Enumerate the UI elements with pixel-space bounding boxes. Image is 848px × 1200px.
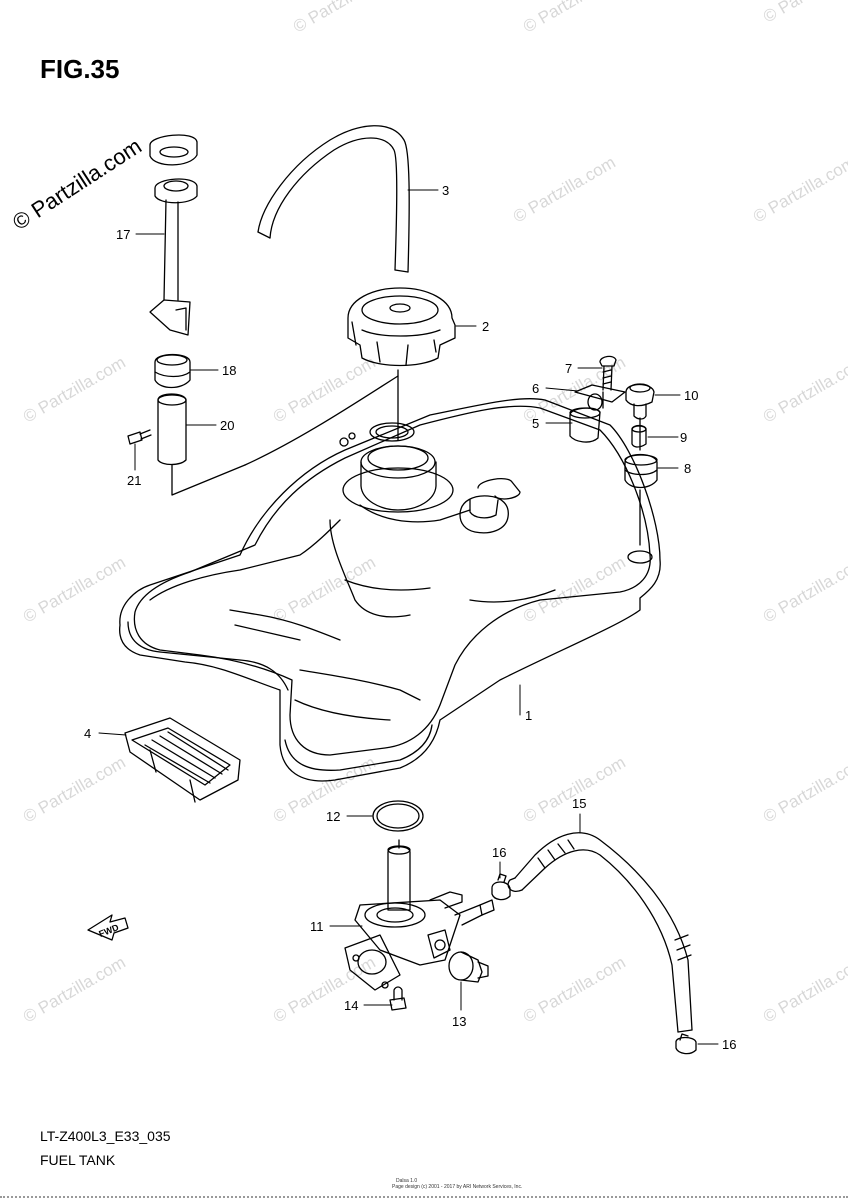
callout-20: 20 [220,418,234,433]
credit-line-1: Dalsa 1.0 [396,1178,418,1184]
callout-21: 21 [127,473,141,488]
callout-11: 11 [310,919,324,934]
part-screw-14 [389,986,407,1011]
callout-8: 8 [684,461,691,476]
fwd-label: FWD [97,922,120,939]
callout-7: 7 [565,361,572,376]
assembly-lines [171,369,641,849]
part-washer-6 [574,384,626,411]
callout-13: 13 [452,1014,466,1029]
callout-5: 5 [532,416,539,431]
part-gasket [149,134,198,166]
callout-1: 1 [525,708,532,723]
callout-16b: 16 [722,1037,736,1052]
page-edge [0,1196,848,1198]
part-clamp-16b [675,1033,697,1055]
part-fuel-hose [507,832,693,1033]
part-collar-5 [569,407,601,443]
callout-6: 6 [532,381,539,396]
figure-caption: FUEL TANK [40,1152,116,1168]
part-o-ring [372,800,424,832]
callout-16a: 16 [492,845,506,860]
part-bolt-10 [625,383,655,420]
callout-12: 12 [326,809,340,824]
part-fuel-cap [347,287,456,367]
callout-labels: 1 2 3 4 5 6 7 8 9 10 11 12 13 14 15 16 1… [84,183,736,1052]
part-fuel-gauge [149,178,198,336]
callout-15: 15 [572,796,586,811]
part-breather-hose [257,125,410,273]
part-spacer-9 [631,424,647,448]
model-code: LT-Z400L3_E33_035 [40,1128,171,1144]
part-fuel-valve [344,845,495,991]
callout-2: 2 [482,319,489,334]
part-cushion-8 [624,453,658,489]
part-screw-21 [127,429,152,445]
callout-3: 3 [442,183,449,198]
fwd-arrow-icon [87,914,129,941]
credit-line-2: Page design (c) 2001 - 2017 by ARI Netwo… [392,1184,523,1190]
callout-14: 14 [344,998,358,1013]
part-screw-7 [599,355,617,391]
part-pad [124,717,241,803]
part-clamp-16a [491,873,511,901]
callout-4: 4 [84,726,91,741]
part-fuel-tank [119,398,661,782]
callout-10: 10 [684,388,698,403]
leader-lines [98,189,719,1045]
callout-18: 18 [222,363,236,378]
callout-9: 9 [680,430,687,445]
part-cap-13 [448,951,489,983]
figure-title: FIG.35 [40,54,120,84]
callout-17: 17 [116,227,130,242]
part-sleeve-20 [157,393,187,466]
part-grommet-18 [154,353,191,389]
